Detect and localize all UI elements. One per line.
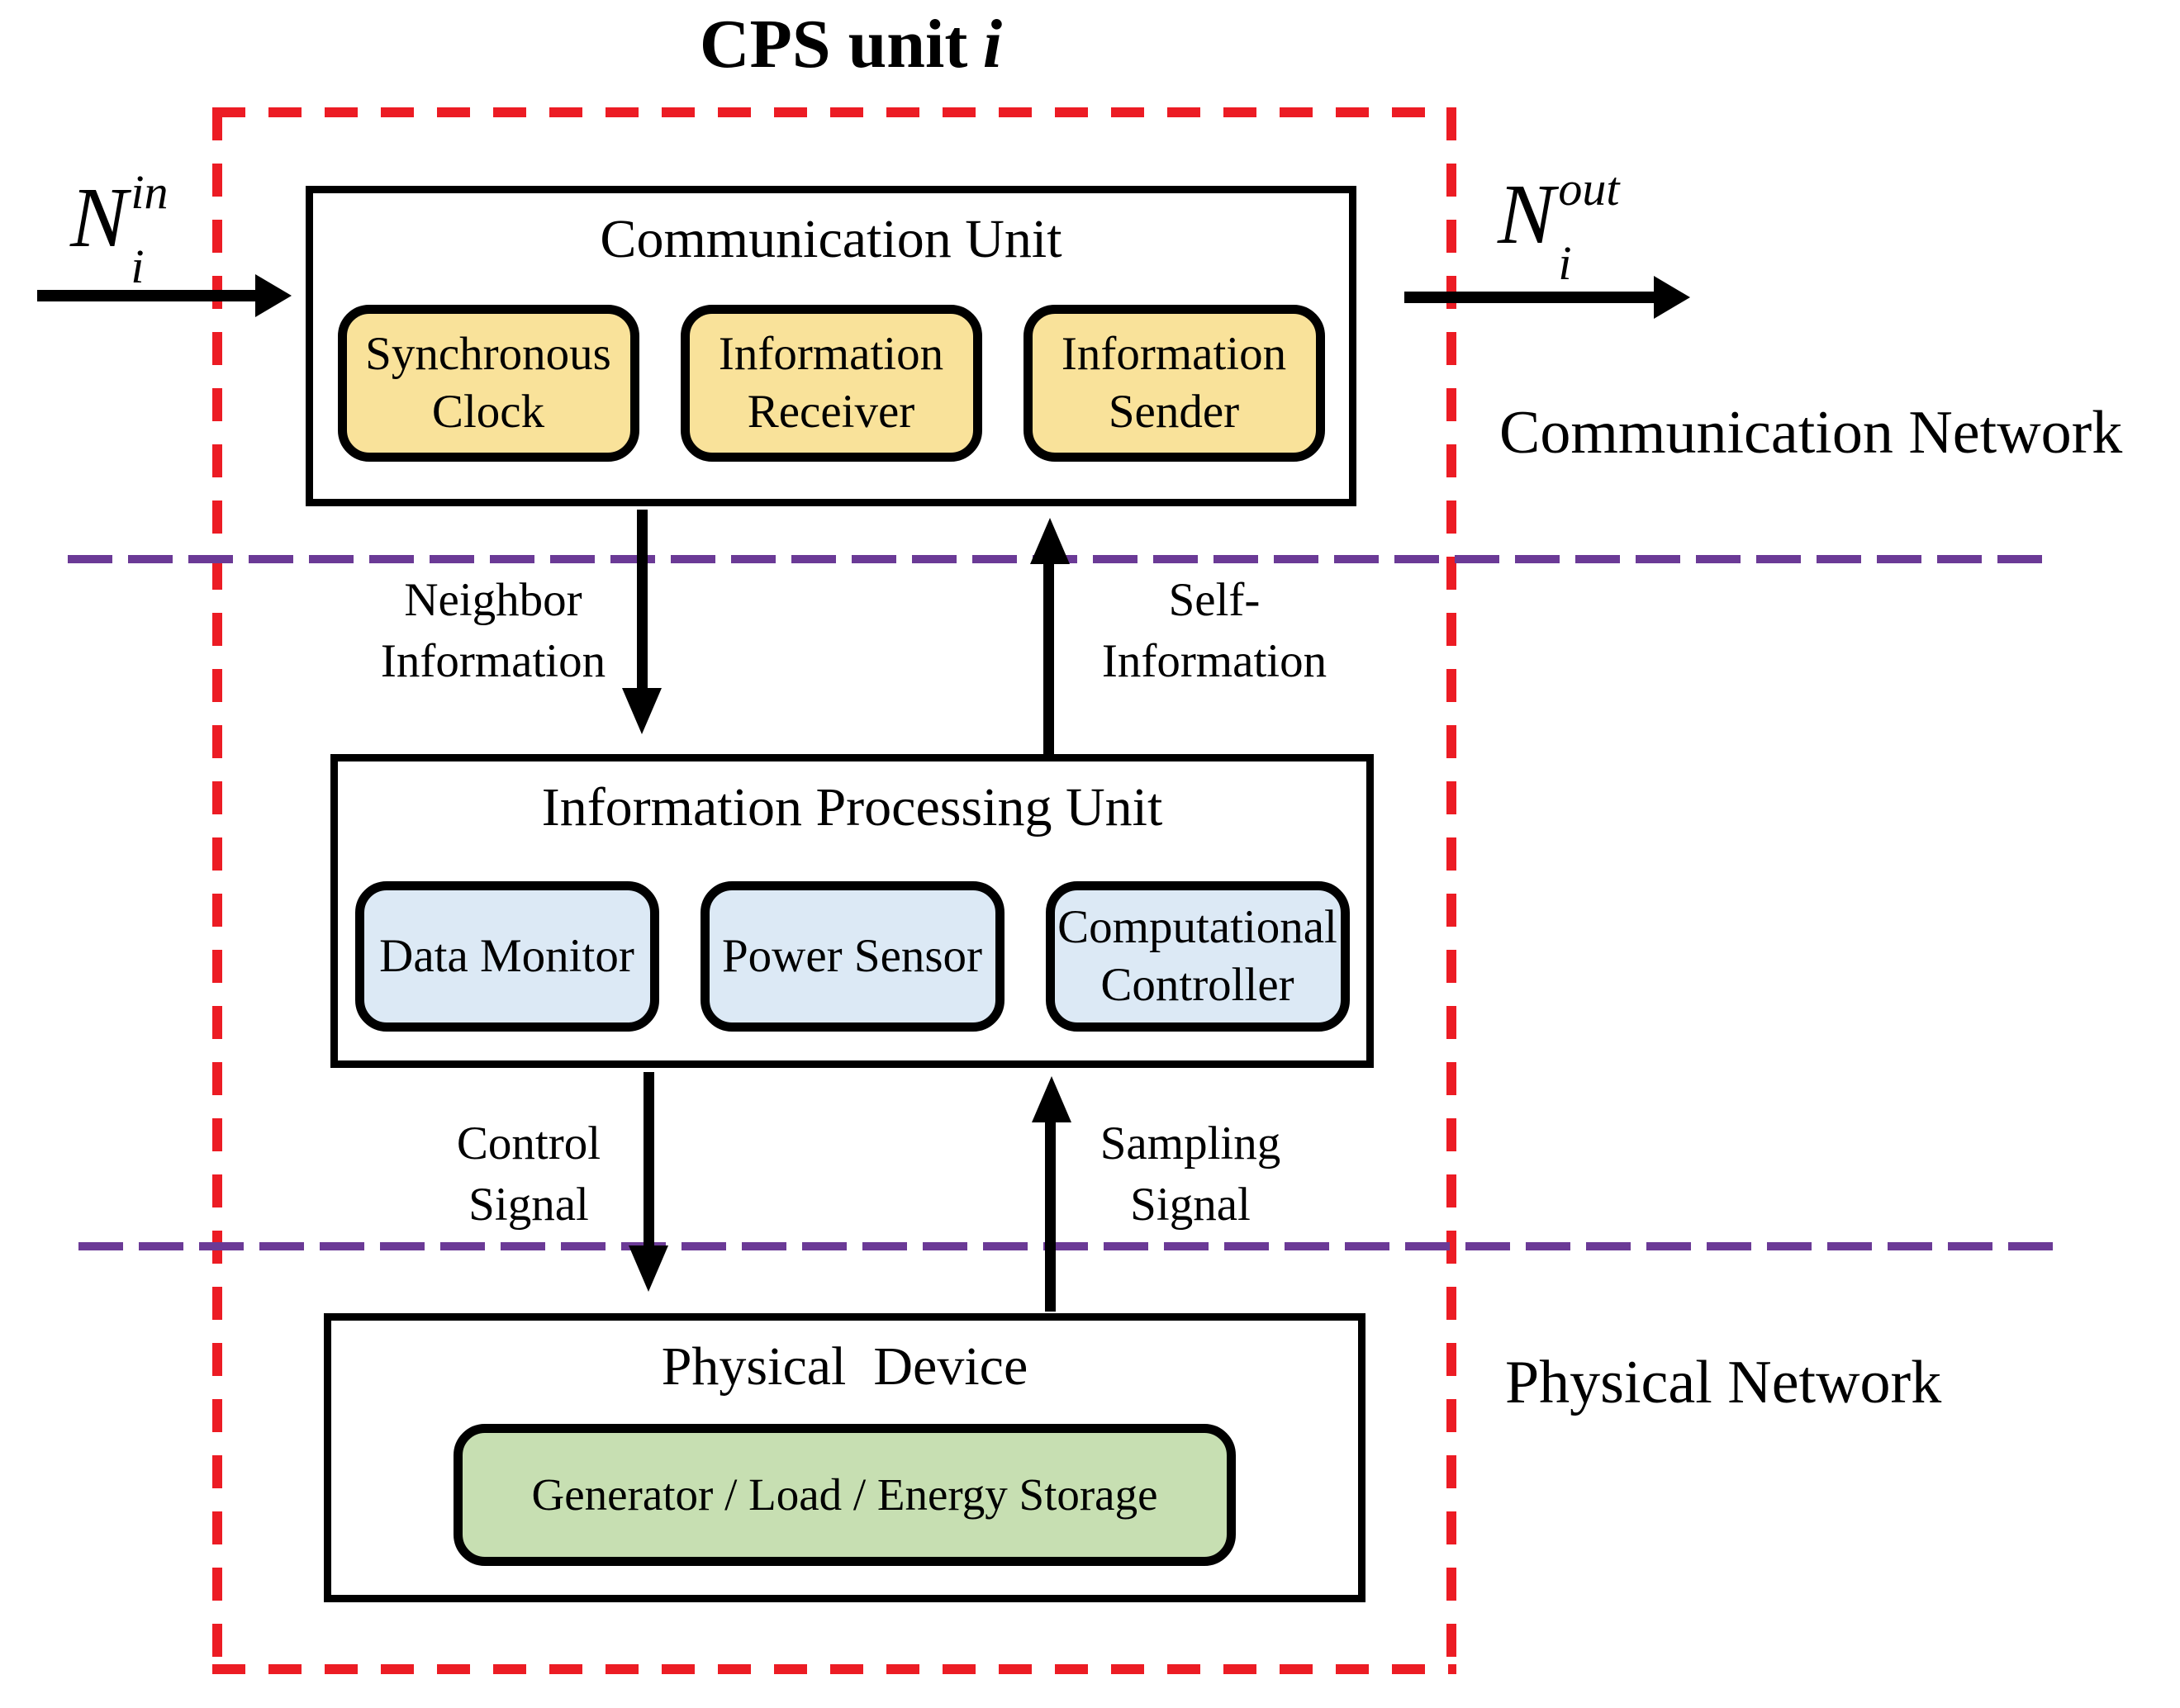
control-signal-label-line2: Signal bbox=[468, 1179, 589, 1231]
cps-boundary-left bbox=[212, 107, 222, 1674]
sampling-signal-label: Sampling Signal bbox=[1050, 1113, 1331, 1236]
n-out-label: N out i bbox=[1498, 165, 1620, 287]
n-in-scripts: in i bbox=[131, 168, 168, 291]
control-signal-label-line1: Control bbox=[456, 1117, 601, 1170]
input-arrow-shaft bbox=[37, 290, 257, 301]
processing-modules-row: Data Monitor Power Sensor Computational … bbox=[338, 881, 1366, 1032]
output-arrow-shaft bbox=[1404, 292, 1654, 303]
module-synchronous-clock: Synchronous Clock bbox=[337, 305, 639, 462]
n-in-superscript: in bbox=[131, 165, 169, 219]
communication-unit-title: Communication Unit bbox=[600, 209, 1062, 269]
physical-device-title: Physical Device bbox=[661, 1336, 1028, 1397]
self-information-arrow-shaft bbox=[1043, 562, 1054, 760]
cps-boundary-right bbox=[1446, 107, 1456, 1674]
output-arrow-head bbox=[1654, 276, 1690, 319]
control-signal-label: Control Signal bbox=[392, 1113, 665, 1236]
self-information-label: Self- Information bbox=[1074, 570, 1355, 692]
information-processing-unit-title: Information Processing Unit bbox=[541, 777, 1163, 837]
cps-boundary-bottom bbox=[212, 1664, 1456, 1674]
module-information-sender: Information Sender bbox=[1023, 305, 1325, 462]
physical-device-box: Physical Device Generator / Load / Energ… bbox=[324, 1313, 1365, 1602]
module-generator-load-energy-storage: Generator / Load / Energy Storage bbox=[454, 1424, 1236, 1566]
communication-network-label: Communication Network bbox=[1499, 399, 2123, 467]
sampling-signal-arrow-head bbox=[1032, 1076, 1071, 1122]
n-out-superscript: out bbox=[1558, 162, 1620, 216]
n-out-base: N bbox=[1498, 167, 1555, 262]
sampling-signal-arrow-shaft bbox=[1045, 1121, 1056, 1312]
self-information-label-line1: Self- bbox=[1168, 574, 1261, 626]
n-out-scripts: out i bbox=[1558, 165, 1619, 287]
physical-network-divider bbox=[78, 1242, 2057, 1250]
module-information-receiver: Information Receiver bbox=[680, 305, 982, 462]
input-arrow-head bbox=[255, 274, 292, 317]
page-title-index: i bbox=[982, 6, 1003, 83]
sampling-signal-label-line2: Signal bbox=[1130, 1179, 1251, 1231]
module-data-monitor: Data Monitor bbox=[354, 881, 659, 1032]
neighbor-information-arrow-head bbox=[622, 688, 662, 734]
information-processing-unit-box: Information Processing Unit Data Monitor… bbox=[330, 754, 1374, 1068]
neighbor-information-arrow-shaft bbox=[637, 510, 648, 690]
module-computational-controller: Computational Controller bbox=[1045, 881, 1350, 1032]
n-in-label: N in i bbox=[70, 168, 169, 291]
page-title-text: CPS unit bbox=[699, 6, 968, 83]
communication-modules-row: Synchronous Clock Information Receiver I… bbox=[313, 305, 1349, 462]
control-signal-arrow-head bbox=[629, 1245, 668, 1292]
module-power-sensor: Power Sensor bbox=[700, 881, 1005, 1032]
n-out-subscript: i bbox=[1558, 236, 1572, 290]
n-in-subscript: i bbox=[131, 240, 145, 293]
cps-boundary-top bbox=[212, 107, 1456, 117]
self-information-label-line2: Information bbox=[1101, 635, 1327, 688]
neighbor-information-label-line1: Neighbor bbox=[404, 574, 582, 626]
sampling-signal-label-line1: Sampling bbox=[1099, 1117, 1281, 1170]
physical-network-label: Physical Network bbox=[1505, 1349, 1942, 1416]
communication-unit-box: Communication Unit Synchronous Clock Inf… bbox=[306, 186, 1356, 506]
physical-modules-row: Generator / Load / Energy Storage bbox=[331, 1424, 1358, 1566]
self-information-arrow-head bbox=[1030, 518, 1070, 564]
neighbor-information-label-line2: Information bbox=[380, 635, 606, 688]
neighbor-information-label: Neighbor Information bbox=[357, 570, 629, 692]
control-signal-arrow-shaft bbox=[644, 1072, 654, 1247]
n-in-base: N bbox=[70, 170, 128, 265]
